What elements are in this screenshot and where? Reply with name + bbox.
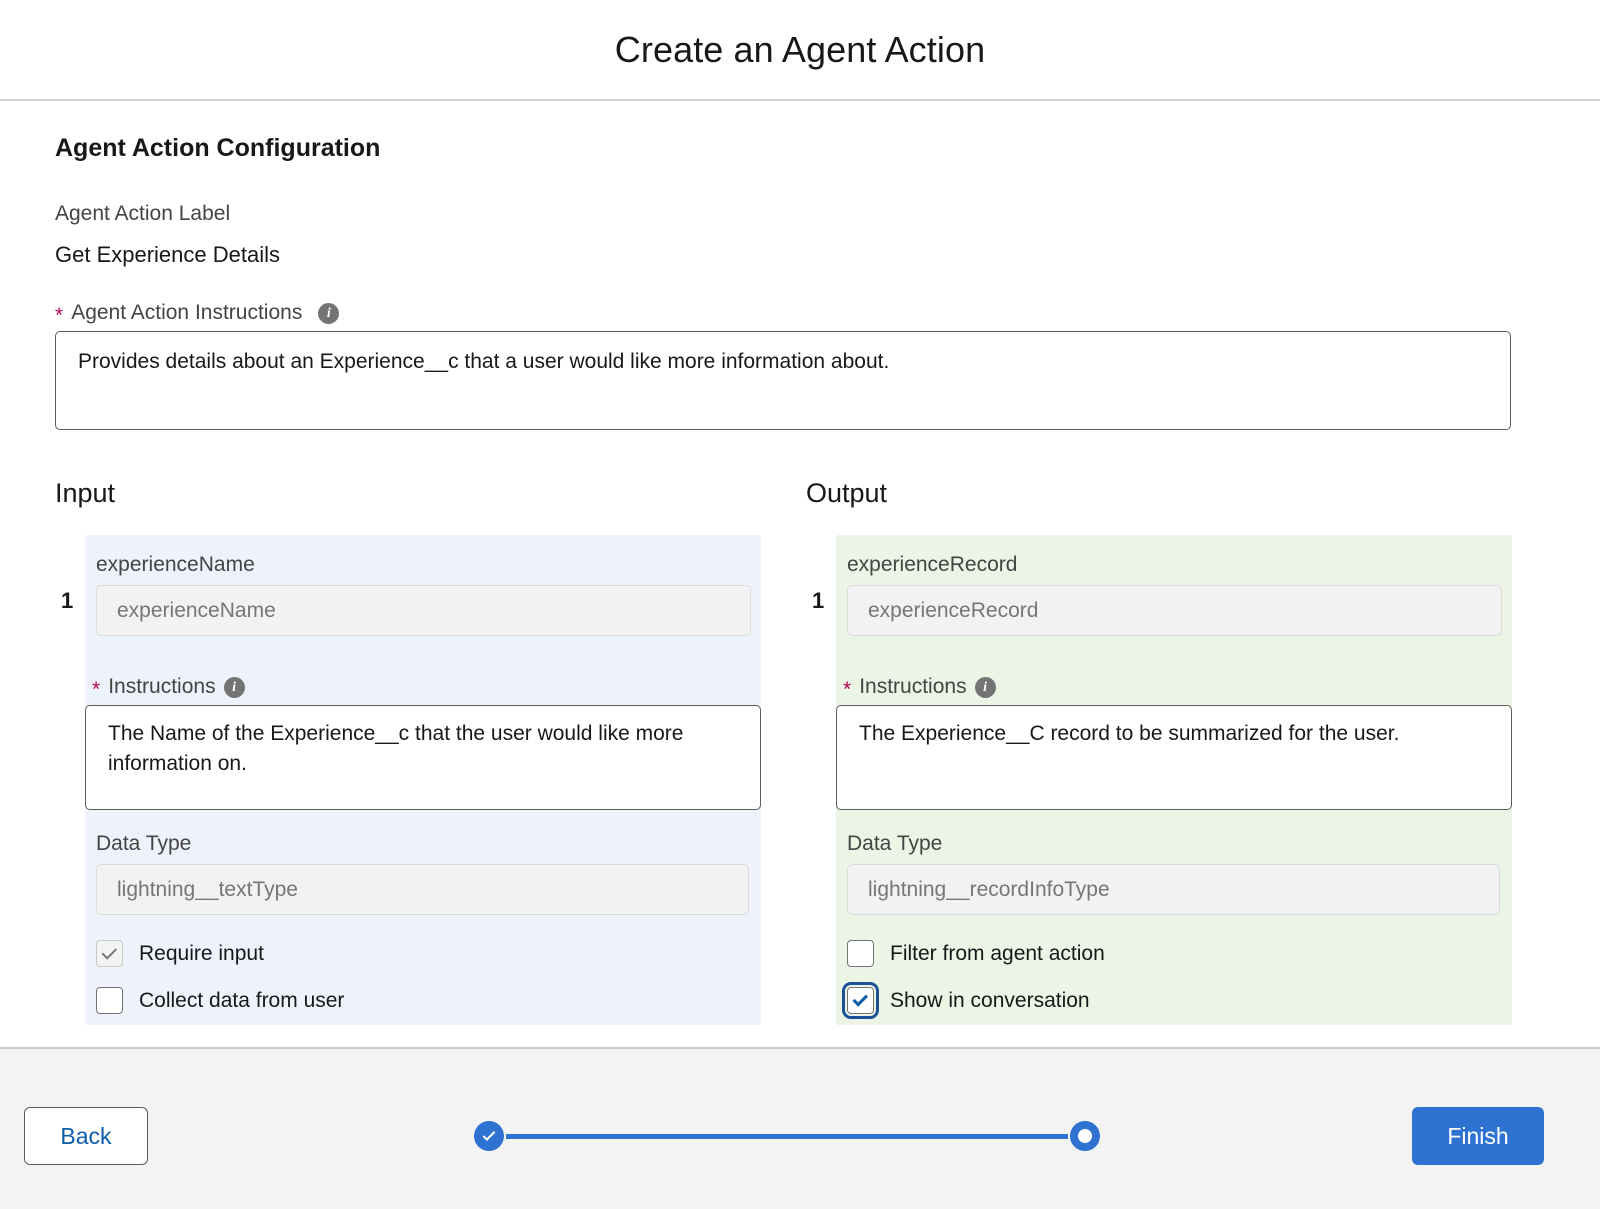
modal-header: Create an Agent Action [0, 0, 1600, 101]
info-icon[interactable]: i [974, 676, 996, 698]
modal-footer: Back Finish [0, 1047, 1600, 1209]
input-param-name-field: experienceName [96, 585, 751, 636]
back-button[interactable]: Back [24, 1107, 148, 1165]
required-asterisk: * [843, 677, 852, 701]
input-instructions-label-text: Instructions [108, 675, 216, 698]
checkbox-icon[interactable] [847, 940, 874, 967]
progress-line [506, 1133, 1068, 1139]
checkbox-require-input[interactable]: Require input [96, 940, 264, 967]
info-icon[interactable]: i [223, 676, 245, 698]
input-section-heading: Input [55, 478, 116, 508]
progress-step-1-check-icon[interactable] [474, 1121, 504, 1151]
checkbox-label: Filter from agent action [890, 941, 1105, 965]
agent-action-label-label: Agent Action Label [55, 202, 231, 225]
output-param-name-field: experienceRecord [847, 585, 1502, 636]
info-icon[interactable]: i [318, 302, 340, 324]
progress-step-2-current-icon[interactable] [1070, 1121, 1100, 1151]
agent-action-instructions-label-text: Agent Action Instructions [71, 301, 303, 324]
input-data-type-field: lightning__textType [96, 864, 749, 915]
input-data-type-label: Data Type [96, 832, 192, 855]
output-data-type-field: lightning__recordInfoType [847, 864, 1500, 915]
agent-action-label-value: Get Experience Details [55, 242, 280, 267]
checkbox-show-in-conversation[interactable]: Show in conversation [842, 982, 1090, 1019]
checkbox-icon[interactable] [842, 982, 879, 1019]
agent-action-instructions-textarea[interactable] [55, 331, 1511, 430]
required-asterisk: * [92, 677, 101, 701]
output-instructions-label: * Instructions i [843, 675, 996, 701]
output-param-index: 1 [812, 588, 825, 613]
section-heading: Agent Action Configuration [55, 134, 381, 162]
page-title: Create an Agent Action [614, 28, 986, 70]
checkbox-icon[interactable] [96, 987, 123, 1014]
agent-action-instructions-label: * Agent Action Instructions i [55, 301, 340, 327]
wizard-progress-indicator [474, 1120, 1100, 1152]
output-section-heading: Output [806, 478, 888, 508]
output-instructions-textarea[interactable] [836, 705, 1512, 810]
input-param-name-label: experienceName [96, 553, 255, 576]
input-instructions-textarea[interactable] [85, 705, 761, 810]
finish-button[interactable]: Finish [1412, 1107, 1544, 1165]
input-instructions-label: * Instructions i [92, 675, 245, 701]
output-param-panel: experienceRecord experienceRecord * Inst… [836, 535, 1512, 1025]
checkbox-label: Require input [139, 941, 264, 965]
modal-body: Agent Action Configuration Agent Action … [0, 103, 1600, 1047]
checkbox-label: Collect data from user [139, 988, 345, 1012]
input-param-panel: experienceName experienceName * Instruct… [85, 535, 761, 1025]
input-param-index: 1 [61, 588, 74, 613]
output-data-type-label: Data Type [847, 832, 943, 855]
checkbox-icon[interactable] [96, 940, 123, 967]
output-instructions-label-text: Instructions [859, 675, 967, 698]
checkbox-label: Show in conversation [890, 988, 1090, 1012]
checkbox-collect-data-from-user[interactable]: Collect data from user [96, 987, 344, 1014]
required-asterisk: * [55, 303, 64, 327]
output-param-name-label: experienceRecord [847, 553, 1018, 576]
checkbox-filter-from-agent-action[interactable]: Filter from agent action [847, 940, 1105, 967]
